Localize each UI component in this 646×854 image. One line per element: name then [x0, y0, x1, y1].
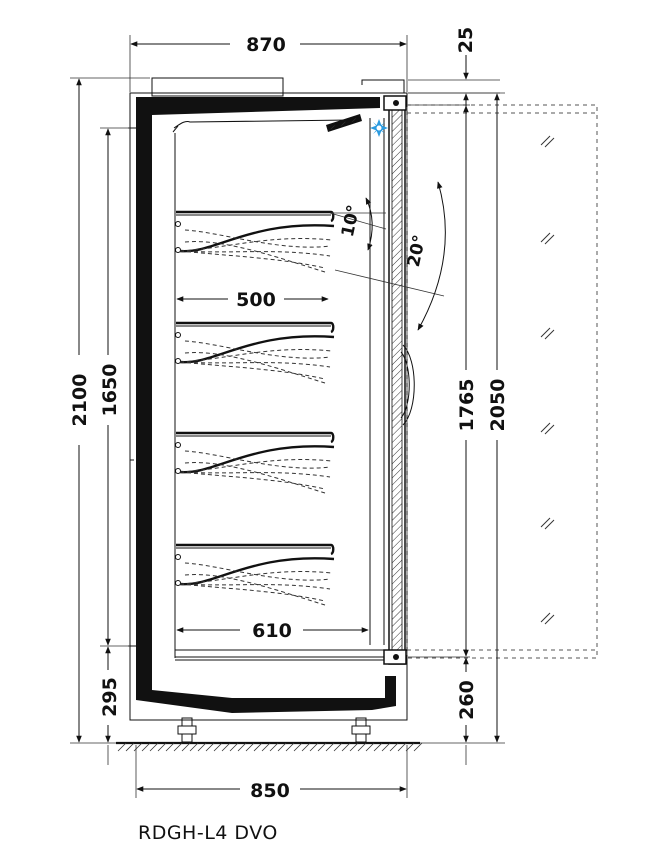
shelf: [175, 210, 335, 273]
shelf: [175, 431, 335, 494]
dimension-labels: 870 25 2100 1650 295 1765 2050 260 500 6…: [69, 27, 509, 802]
dim-door-bottom-offset: 260: [456, 680, 478, 720]
dim-bottom-width: 850: [250, 780, 290, 802]
dim-interior-height: 1650: [99, 364, 121, 417]
dim-overall-height: 2100: [69, 374, 91, 427]
feet-and-floor: [116, 717, 423, 752]
shelves: [175, 210, 335, 606]
shelf: [175, 543, 335, 606]
dim-shelf-depth: 500: [236, 289, 276, 311]
dim-canopy-height: 25: [455, 27, 477, 53]
open-door-outline: [406, 104, 598, 659]
dim-base-height: 295: [99, 677, 121, 717]
fan-icon: [370, 119, 388, 137]
dim-bottom-depth: 610: [252, 620, 292, 642]
angle-shelf-tilt: 10°: [338, 203, 364, 239]
dim-top-width: 870: [246, 34, 286, 56]
shelf: [175, 321, 335, 384]
cabinet-body: [128, 77, 408, 721]
dimension-lines: [70, 35, 505, 798]
dim-door-height: 1765: [456, 379, 478, 432]
model-label: RDGH-L4 DVO: [138, 822, 278, 844]
glass-mark-icon: [540, 135, 555, 625]
door: [383, 95, 415, 665]
angle-door-tilt: 20°: [404, 233, 430, 269]
dim-door-total-height: 2050: [487, 379, 509, 432]
